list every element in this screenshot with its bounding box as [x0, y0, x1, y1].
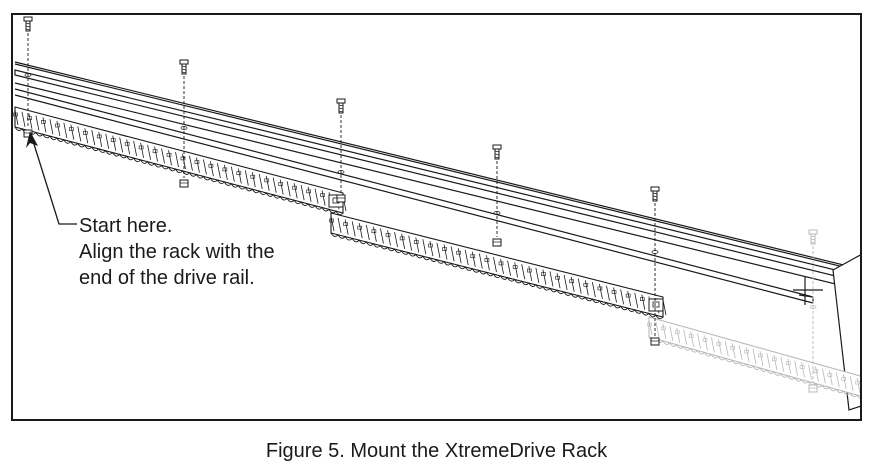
rack-segment	[13, 106, 347, 216]
callout-text: Start here. Align the rack with the end …	[79, 213, 275, 291]
screw-icon	[179, 59, 189, 75]
callout-line-1: Start here.	[79, 215, 173, 237]
mount-hole	[493, 211, 501, 215]
screw-icon	[650, 186, 660, 202]
callout-line-2: Align the rack with the	[79, 241, 275, 263]
screw-icon	[492, 144, 502, 160]
screw-icon	[336, 98, 346, 114]
callout-line-3: end of the drive rail.	[79, 267, 255, 289]
mount-hole	[24, 73, 32, 77]
mount-hole	[337, 170, 345, 174]
mount-hole	[809, 305, 817, 309]
screw-icon	[23, 16, 33, 32]
nut-icon	[179, 179, 189, 188]
callout-leader	[32, 140, 77, 225]
drive-rail	[14, 61, 860, 305]
figure-frame: Start here. Align the rack with the end …	[11, 13, 862, 421]
installation-diagram	[13, 16, 860, 411]
rail-end-section	[832, 254, 860, 411]
screw-icon	[808, 229, 818, 245]
nut-icon	[492, 238, 502, 247]
nut-icon	[808, 384, 818, 393]
mount-hole	[651, 250, 659, 254]
rack-segments	[13, 106, 860, 399]
nut-icon	[336, 194, 346, 203]
figure-caption: Figure 5. Mount the XtremeDrive Rack	[265, 440, 608, 462]
rack-segment	[647, 316, 860, 399]
arrow-icon	[26, 131, 38, 148]
mount-hole	[180, 126, 188, 130]
rack-segment	[329, 212, 667, 320]
nut-icon	[650, 337, 660, 346]
